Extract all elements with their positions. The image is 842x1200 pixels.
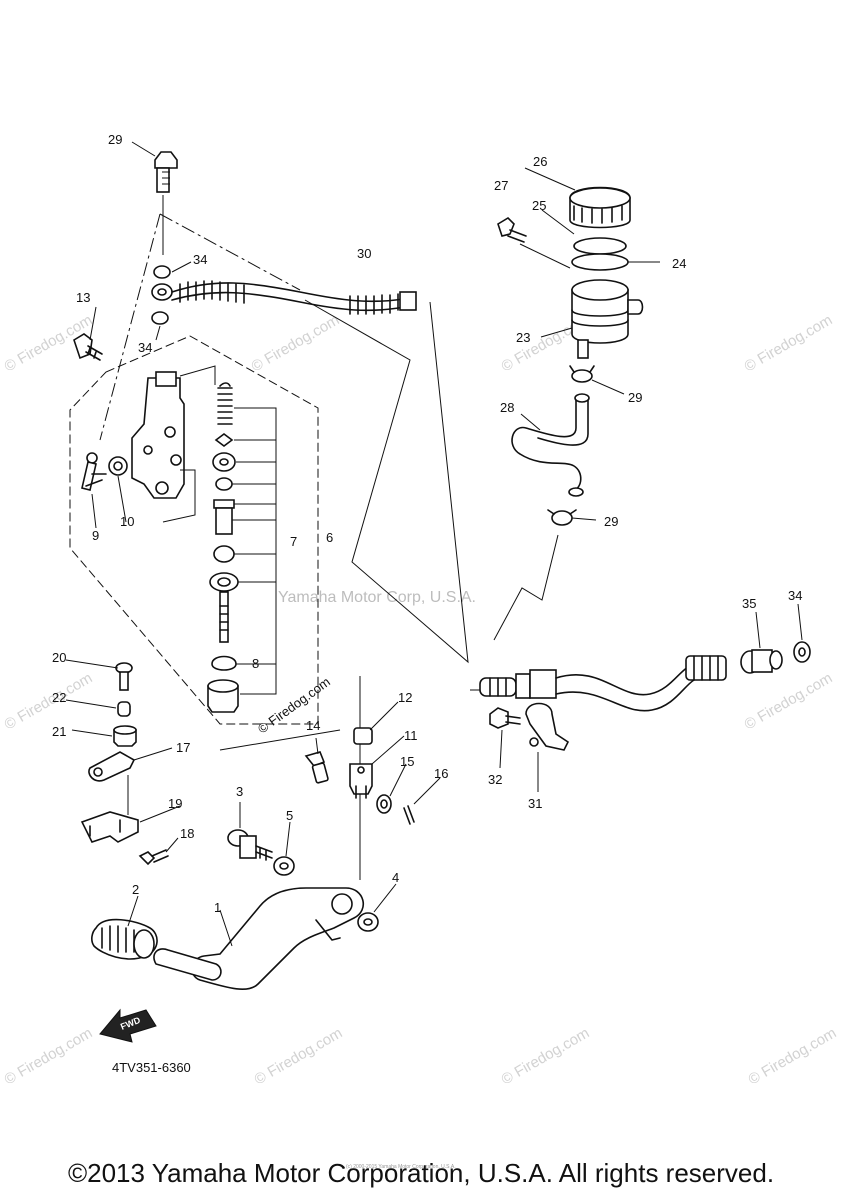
callout-5: 5 [286,808,293,823]
part-17-plate [88,751,136,782]
callout-34: 34 [788,588,802,603]
callout-34: 34 [138,340,152,355]
part-30-brake-hose [171,280,417,315]
watermark: © Firedog.com [499,1024,593,1088]
callout-14: 14 [306,718,320,733]
reservoir [497,186,644,359]
piston-kit [207,382,277,713]
assembly-line-6 [219,729,341,751]
callout-11: 11 [404,728,418,743]
callout-17: 17 [176,740,190,755]
assembly-lines [69,213,559,880]
callout-10: 10 [120,514,134,529]
callout-1: 1 [214,900,221,915]
hose-routing-line [159,213,301,291]
part-31-hose-clamp [525,702,570,751]
copyright-footer: ©2013 Yamaha Motor Corporation, U.S.A. A… [67,1158,775,1188]
callouts: 29 34 13 34 30 26 27 25 24 23 29 28 29 9… [52,132,802,915]
part-2-pedal-rubber [91,918,158,960]
watermark: © Firedog.com [252,1024,346,1088]
part-12-nut [353,727,373,745]
part-29-clamp [569,365,595,383]
callout-26: 26 [533,154,547,169]
part-21-grommet [113,725,137,747]
part-20-bolt [115,662,133,691]
part-11-clevis [349,763,373,799]
center-watermark: Yamaha Motor Corp, U.S.A. [278,589,476,606]
part-35-union-bolt [740,649,783,674]
part-14-pin [304,751,329,784]
hose-routing-line [304,299,469,664]
watermark-grid: © Firedog.com © Firedog.com © Firedog.co… [2,311,840,1088]
watermark: © Firedog.com [2,669,96,733]
callout-8: 8 [252,656,259,671]
tiny-notice: (c) 2000-2015 Yamaha Motor Corporation, … [346,1164,456,1170]
part-10-nut [108,456,128,476]
callout-22: 22 [52,690,66,705]
callout-25: 25 [532,198,546,213]
callout-29: 29 [604,514,618,529]
callout-19: 19 [168,796,182,811]
callout-4: 4 [392,870,399,885]
callout-21: 21 [52,724,66,739]
callout-9: 9 [92,528,99,543]
part-15-washer [376,794,392,814]
callout-18: 18 [180,826,194,841]
watermark: © Firedog.com [746,1024,840,1088]
watermark: © Firedog.com [742,669,836,733]
watermark: © Firedog.com [249,311,343,375]
callout-30: 30 [357,246,371,261]
callout-7: 7 [290,534,297,549]
watermark: © Firedog.com [2,1024,96,1088]
lower-brake-hose [479,655,727,712]
part-34-washers [151,265,173,325]
part-18-bolt [138,849,169,866]
fwd-arrow: FWD [99,1008,157,1043]
callout-16: 16 [434,766,448,781]
diagram-part-code: 4TV351-6360 [112,1060,191,1075]
callout-6: 6 [326,530,333,545]
callout-13: 13 [76,290,90,305]
part-34-washer-right [793,641,811,663]
callout-31: 31 [528,796,542,811]
callout-24: 24 [672,256,686,271]
part-22-collar [117,701,131,717]
callout-33: 29 [108,132,122,147]
callout-3: 3 [236,784,243,799]
part-3-shaft-bolt [227,829,273,861]
part-9-pin [81,452,107,491]
watermark: © Firedog.com [742,311,836,375]
part-4-washer [357,912,379,932]
callout-leaders [65,141,803,947]
callout-34: 34 [193,252,207,267]
callout-15: 15 [400,754,414,769]
callout-35: 35 [742,596,756,611]
part-5-washer [273,856,295,876]
callout-28: 28 [500,400,514,415]
callout-23: 23 [516,330,530,345]
callout-12: 12 [398,690,412,705]
part-32-bolt [489,707,521,729]
callout-20: 20 [52,650,66,665]
bolt-routing-line [99,213,161,441]
part-13-bolt [73,333,103,361]
part-29-clamp-lower [547,509,577,526]
part-19-bracket [80,811,139,843]
callout-32: 32 [488,772,502,787]
part-1-brake-pedal [153,887,365,990]
reservoir-hose-line [470,534,559,691]
callout-29: 29 [628,390,642,405]
master-cylinder-assembly-boundary [69,335,319,725]
part-16-cotter-pin [403,805,415,825]
callout-2: 2 [132,882,139,897]
part-28-reservoir-hose [511,393,590,497]
part-33-bolt [154,151,178,255]
master-cylinder-body [131,365,216,523]
callout-27: 27 [494,178,508,193]
inline-watermark: © Firedog.com [255,674,333,736]
